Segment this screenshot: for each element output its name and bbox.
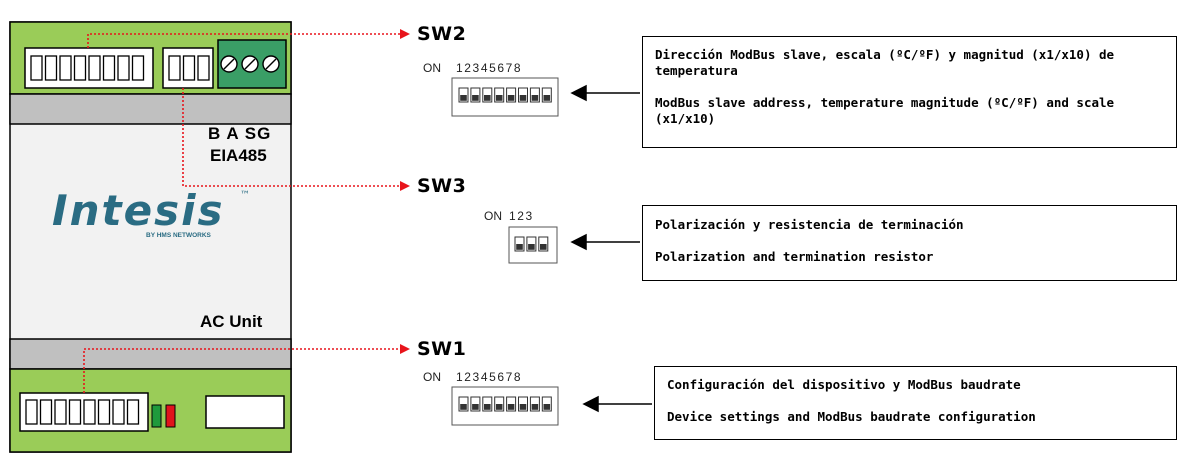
device-dip-slot bbox=[59, 55, 72, 81]
sw2-description-es: Dirección ModBus slave, escala (ºC/ºF) y… bbox=[655, 47, 1115, 78]
device-dip-slot bbox=[39, 399, 53, 425]
sw2-description-box: Dirección ModBus slave, escala (ºC/ºF) y… bbox=[642, 36, 1177, 148]
sw1-label: SW1 bbox=[417, 338, 467, 360]
pointer-arrows bbox=[570, 84, 652, 413]
sw2-on-device bbox=[24, 47, 154, 89]
status-led-red bbox=[165, 404, 176, 428]
sw2-label: SW2 bbox=[417, 23, 467, 45]
sw3-dip-drawing bbox=[508, 226, 558, 264]
sw3-label: SW3 bbox=[417, 175, 467, 197]
sw1-description-box: Configuración del dispositivo y ModBus b… bbox=[654, 366, 1177, 440]
device-dip-slot bbox=[117, 55, 130, 81]
sw2-on-label: ON bbox=[423, 61, 441, 75]
device-dip-slot bbox=[54, 399, 67, 425]
device-dip-slot bbox=[83, 399, 96, 425]
eia485-terminal-block bbox=[217, 39, 287, 89]
callout-lines bbox=[83, 29, 410, 393]
device-dip-slot bbox=[131, 55, 145, 81]
sw1-positions: 12345678 bbox=[456, 370, 523, 384]
device-top-band bbox=[9, 93, 292, 125]
device-dip-slot bbox=[182, 55, 196, 81]
device-dip-slot bbox=[102, 55, 116, 81]
status-led-green bbox=[151, 404, 162, 428]
device-dip-slot bbox=[197, 55, 210, 81]
callout-line-sw2 bbox=[87, 29, 410, 48]
gateway-device bbox=[9, 21, 292, 453]
sw3-on-device bbox=[162, 47, 214, 89]
device-bottom-band bbox=[9, 338, 292, 370]
sw1-dip-drawing bbox=[451, 386, 559, 426]
callout-line-sw3 bbox=[182, 88, 410, 191]
device-dip-slot bbox=[97, 399, 111, 425]
sw3-description-en: Polarization and termination resistor bbox=[655, 249, 934, 264]
device-dip-slot bbox=[112, 399, 125, 425]
sw3-positions: 123 bbox=[509, 209, 534, 223]
sw1-description-es: Configuración del dispositivo y ModBus b… bbox=[667, 377, 1021, 392]
callout-line-sw1 bbox=[83, 344, 410, 393]
device-dip-slot bbox=[88, 55, 101, 81]
unit-label: AC Unit bbox=[200, 312, 263, 331]
sw1-description-en: Device settings and ModBus baudrate conf… bbox=[667, 409, 1036, 424]
sw3-description-box: Polarización y resistencia de terminació… bbox=[642, 205, 1177, 281]
sw2-description-en: ModBus slave address, temperature magnit… bbox=[655, 95, 1115, 126]
sw2-positions: 12345678 bbox=[456, 61, 523, 75]
intesis-logo: Intesis ™ BY HMS NETWORKS bbox=[52, 186, 250, 239]
device-dip-slot bbox=[126, 399, 140, 425]
bus-pins-label: B A SG bbox=[208, 124, 272, 143]
device-dip-slot bbox=[25, 399, 38, 425]
device-dip-slot bbox=[73, 55, 87, 81]
logo-wordmark: Intesis bbox=[52, 186, 225, 235]
bus-type-label: EIA485 bbox=[210, 146, 267, 165]
sw3-on-label: ON bbox=[484, 209, 502, 223]
sw2-dip-drawing bbox=[451, 77, 559, 117]
device-dip-slot bbox=[68, 399, 82, 425]
logo-trademark: ™ bbox=[240, 190, 250, 201]
device-dip-slot bbox=[44, 55, 58, 81]
sw1-on-label: ON bbox=[423, 370, 441, 384]
device-dip-slot bbox=[30, 55, 43, 81]
device-label-area bbox=[205, 395, 285, 429]
logo-subtitle: BY HMS NETWORKS bbox=[146, 232, 211, 239]
sw3-description-es: Polarización y resistencia de terminació… bbox=[655, 217, 964, 232]
device-dip-slot bbox=[168, 55, 181, 81]
sw1-on-device bbox=[19, 392, 149, 432]
